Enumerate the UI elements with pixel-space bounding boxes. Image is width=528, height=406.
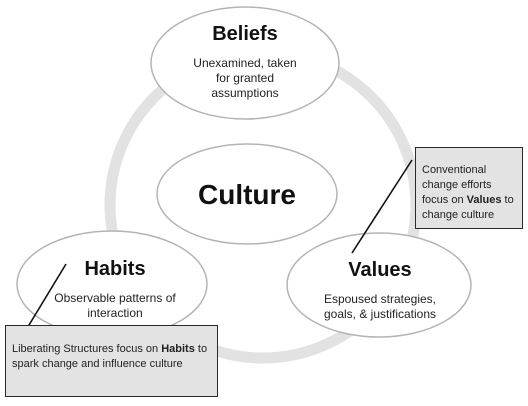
habits-desc-line-1: Observable patterns of xyxy=(54,291,176,305)
beliefs-desc-line-2: for granted xyxy=(216,71,274,85)
center-label: Culture xyxy=(198,179,296,210)
habits-callout-leader xyxy=(25,263,67,331)
values-title: Values xyxy=(348,259,411,281)
beliefs-desc-line-3: assumptions xyxy=(211,86,278,100)
beliefs-desc-line-1: Unexamined, taken xyxy=(193,56,296,70)
values-callout-text-end: to change culture xyxy=(422,194,514,221)
habits-ellipse xyxy=(16,230,208,338)
values-callout-text: Conventional change efforts focus on xyxy=(422,164,492,206)
habits-callout-box: Liberating Structures focus on Habits to… xyxy=(5,325,218,397)
values-callout-box: Conventional change efforts focus on Val… xyxy=(415,147,523,229)
values-desc-line-2: goals, & justifications xyxy=(324,307,436,321)
center-ellipse xyxy=(156,143,338,245)
habits-callout-text: Liberating Structures focus on xyxy=(12,343,162,355)
values-desc-line-1: Espoused strategies, xyxy=(324,292,436,306)
habits-desc-line-2: interaction xyxy=(87,306,142,320)
values-callout-leader xyxy=(351,159,413,254)
values-callout-emphasis: Values xyxy=(466,194,502,206)
beliefs-ellipse xyxy=(150,6,340,120)
habits-callout-text-end: to spark change and influence culture xyxy=(12,343,208,370)
values-ellipse xyxy=(286,232,472,338)
beliefs-title: Beliefs xyxy=(212,23,278,45)
habits-callout-emphasis: Habits xyxy=(161,343,195,355)
habits-title: Habits xyxy=(84,258,145,280)
